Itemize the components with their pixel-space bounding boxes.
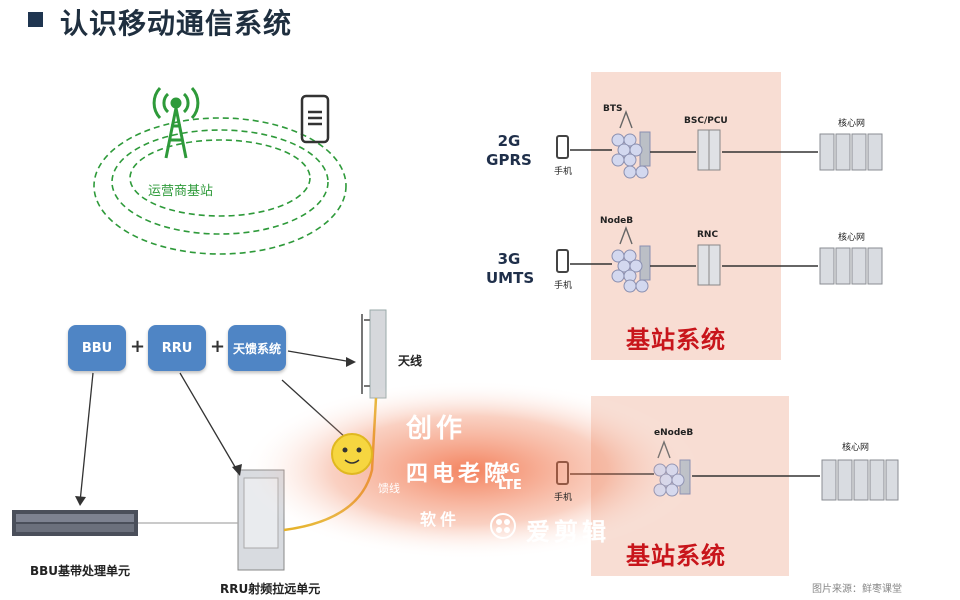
core-network-2g bbox=[819, 133, 883, 171]
station-system-label-top: 基站系统 bbox=[626, 326, 726, 354]
core-label-4g: 核心网 bbox=[842, 443, 870, 453]
feeder-label: 馈线 bbox=[378, 482, 400, 495]
bts-icon bbox=[611, 110, 651, 179]
watermark-line1: 创作 bbox=[406, 414, 467, 444]
mascot-icon bbox=[331, 433, 373, 475]
watermark-glow bbox=[240, 380, 700, 560]
antenna-label: 天线 bbox=[398, 354, 423, 368]
rru-caption: RRU射频拉远单元 bbox=[220, 582, 321, 596]
phone-label-3g: 手机 bbox=[554, 281, 573, 291]
coverage-ellipses bbox=[93, 117, 347, 255]
rnc-label: RNC bbox=[697, 230, 719, 240]
phone-label-2g: 手机 bbox=[554, 167, 573, 177]
core-network-icons bbox=[819, 133, 899, 501]
brand-logo-icon bbox=[490, 513, 516, 539]
tech-gprs: GPRS bbox=[486, 151, 532, 169]
plus-sign-1: + bbox=[130, 336, 146, 357]
core-network-4g bbox=[821, 459, 899, 501]
operator-tower-icon bbox=[152, 86, 200, 159]
title-bullet bbox=[28, 12, 43, 27]
gen-3g: 3G bbox=[497, 250, 521, 268]
enodeb-label: eNodeB bbox=[654, 428, 694, 438]
phone-label-4g: 手机 bbox=[554, 493, 573, 503]
core-label-2g: 核心网 bbox=[838, 119, 866, 129]
bbu-box: BBU bbox=[68, 325, 126, 371]
rru-box: RRU bbox=[148, 325, 206, 371]
antenna-icon bbox=[361, 309, 387, 399]
core-network-3g bbox=[819, 247, 883, 285]
tech-lte: LTE bbox=[498, 478, 522, 493]
watermark-line3: 软件 bbox=[420, 510, 461, 529]
watermark-brand: 爱剪辑 bbox=[526, 518, 610, 546]
phone-icon-top bbox=[300, 94, 330, 144]
antenna-feed-box: 天馈系统 bbox=[228, 325, 286, 371]
image-source: 图片来源：鲜枣课堂 bbox=[812, 584, 902, 595]
bts-label: BTS bbox=[603, 104, 623, 114]
plus-sign-2: + bbox=[210, 336, 226, 357]
gen-label-4g: 4G LTE bbox=[490, 462, 530, 494]
bsc-pcu-label: BSC/PCU bbox=[684, 116, 728, 126]
arrow-heads bbox=[75, 357, 356, 506]
controller-icons bbox=[697, 129, 721, 286]
watermark-line2: 四电老陈 bbox=[406, 462, 511, 487]
operator-label: 运营商基站 bbox=[148, 184, 214, 199]
bbu-caption: BBU基带处理单元 bbox=[30, 564, 131, 578]
bbu-device-icon bbox=[12, 510, 138, 536]
gen-2g: 2G bbox=[497, 132, 521, 150]
tech-umts: UMTS bbox=[486, 269, 535, 287]
core-label-3g: 核心网 bbox=[838, 233, 866, 243]
gen-4g: 4G bbox=[500, 462, 520, 477]
station-system-label-bottom: 基站系统 bbox=[626, 542, 726, 570]
nodeb-label: NodeB bbox=[600, 216, 634, 226]
gen-label-3g: 3G UMTS bbox=[486, 250, 535, 288]
gen-label-2g: 2G GPRS bbox=[486, 132, 532, 170]
nodeb-icon bbox=[611, 226, 651, 293]
page-title: 认识移动通信系统 bbox=[60, 7, 293, 40]
